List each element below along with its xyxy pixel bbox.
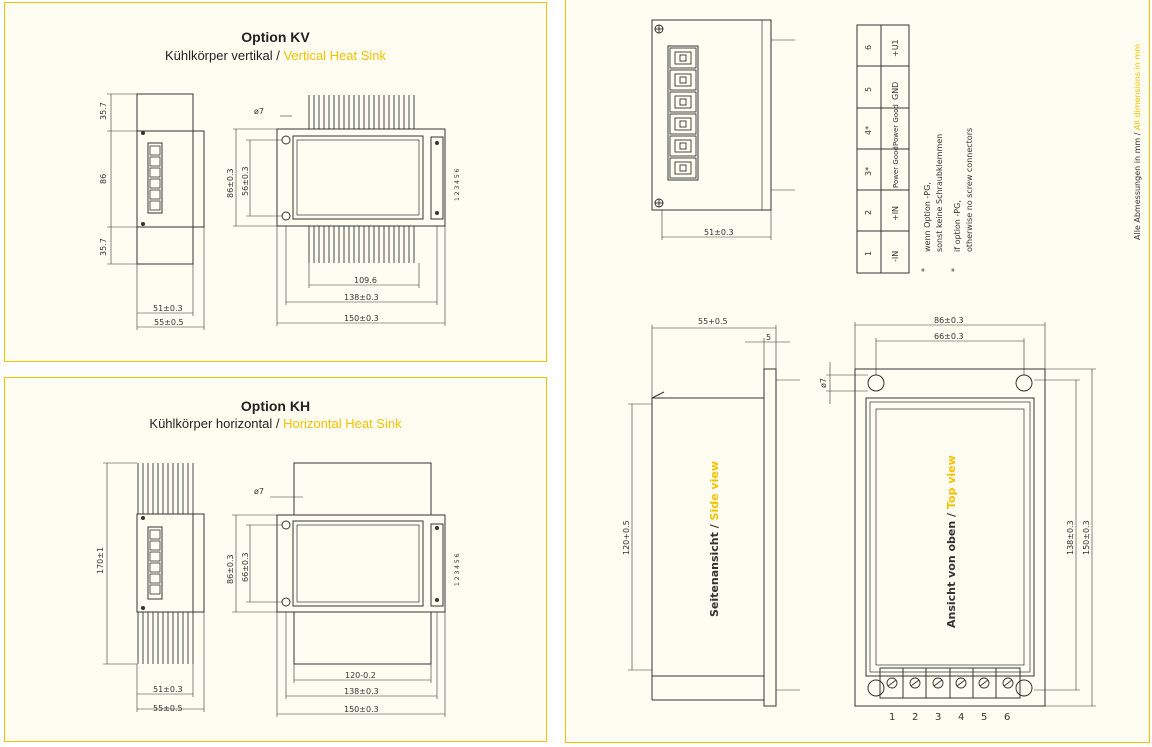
top-dim-h150: 150±0.3 [1082,520,1091,555]
front-dim-w51: 51±0.3 [704,228,734,237]
footnote-star-1: * [920,268,929,272]
kv-front-body [276,128,446,227]
terminal-num-5: 5 [981,712,987,723]
kh-dim-w138: 138±0.3 [344,687,379,696]
all-dims-en: All dimensions in mm [1133,44,1142,130]
footnote-en-2: otherwise no screw connectors [965,128,974,252]
front-connector [667,45,699,181]
all-dims-de: Alle Abmessungen in mm / [1133,130,1142,240]
side-dim-d5: 5 [766,333,771,342]
panel-kh-subtitle-de: Kühlkörper horizontal / [149,416,284,431]
kv-dim-357-bot: 35.7 [99,238,108,256]
pin-label-3: Power Good [892,146,900,188]
kv-side-connector [147,142,163,214]
pin-num-5: 5 [864,87,873,92]
pin-label-5: GND [891,82,900,100]
kh-front-body [276,514,446,613]
terminal-num-6: 6 [1004,712,1010,723]
kh-dim-h170: 170±1 [96,547,105,574]
terminal-num-4: 4 [958,712,964,723]
kh-dim-h66: 66±0.3 [241,552,250,582]
footnote-en-1: if option -PG, [953,200,962,252]
panel-kh-subtitle-en: Horizontal Heat Sink [283,416,402,431]
pin-num-1: 1 [864,251,873,256]
kv-fins-top [308,95,415,129]
panel-kv-subtitle: Kühlkörper vertikal / Vertical Heat Sink [5,48,546,63]
kv-dim-w150: 150±0.3 [344,314,379,323]
kv-dim-h56: 56±0.3 [241,166,250,196]
pin-label-2: +IN [891,206,900,221]
side-dim-w55: 55+0.5 [698,317,728,326]
kv-dim-h86: 86±0.3 [226,168,235,198]
side-view-en: Side view [708,461,721,520]
kh-dim-w55: 55±0.5 [153,704,183,713]
top-view-de: Ansicht von oben / [945,509,958,628]
kh-fins-top [137,463,194,514]
kv-dim-w138: 138±0.3 [344,293,379,302]
pin-label-1: -IN [891,251,900,262]
pin-num-2: 2 [864,210,873,215]
pin-label-6: +U1 [891,39,900,57]
terminal-num-2: 2 [912,712,918,723]
kv-dim-w55: 55±0.5 [154,318,184,327]
kh-dim-w120: 120-0.2 [345,671,376,680]
side-dim-h120: 120+0.5 [622,520,631,555]
footnote-de-2: sonst keine Schraubklemmen [935,134,944,252]
side-view-de: Seitenansicht / [708,520,721,617]
panel-kh-subtitle: Kühlkörper horizontal / Horizontal Heat … [5,416,546,431]
top-dim-phi7: ø7 [819,378,828,388]
pin-label-4: Power Good [892,104,900,146]
kv-dim-86: 86 [99,174,108,184]
panel-dimensions [565,0,1150,743]
kh-dim-phi7: ø7 [254,487,264,496]
panel-kh-title: Option KH [240,398,311,414]
side-view-label: Seitenansicht / Side view [708,461,721,617]
kv-fins-bottom [308,226,415,263]
kh-dim-w150: 150±0.3 [344,705,379,714]
panel-kv-subtitle-de: Kühlkörper vertikal / [164,48,284,63]
top-view-en: Top view [945,455,958,509]
kv-dim-phi7: ø7 [254,107,264,116]
all-dims-note: Alle Abmessungen in mm / All dimensions … [1133,44,1142,240]
kh-side-body [136,513,205,613]
footnote-de-1: wenn Option -PG, [923,182,932,252]
footnote-star-2: * [950,268,959,272]
top-dim-w86: 86±0.3 [934,316,964,325]
kh-dim-h86: 86±0.3 [226,554,235,584]
pin-num-6: 6 [864,45,873,50]
panel-kv-subtitle-en: Vertical Heat Sink [283,48,387,63]
top-view-label: Ansicht von oben / Top view [945,455,958,628]
side-view-flange [763,368,777,707]
pin-num-4: 4* [864,126,873,135]
top-view-flange [854,368,1046,707]
kv-pin-numbers: 1 2 3 4 5 6 [454,168,461,201]
panel-option-kv: Option KV Kühlkörper vertikal / Vertical… [4,2,547,362]
pin-num-3: 3* [864,167,873,176]
kh-pin-numbers: 1 2 3 4 5 6 [454,553,461,586]
panel-kv-title: Option KV [241,29,310,45]
kh-fins-bottom [137,612,194,664]
kv-dim-357-top: 35.7 [99,102,108,120]
terminal-num-3: 3 [935,712,941,723]
top-dim-h138: 138±0.3 [1066,520,1075,555]
kv-dim-w51: 51±0.3 [153,304,183,313]
kh-side-connector [147,526,163,600]
kv-dim-w1096: 109.6 [354,276,377,285]
top-dim-w66: 66±0.3 [934,332,964,341]
terminal-num-1: 1 [889,712,895,723]
panel-option-kh: Option KH Kühlkörper horizontal / Horizo… [4,377,547,742]
kh-dim-w51: 51±0.3 [153,685,183,694]
